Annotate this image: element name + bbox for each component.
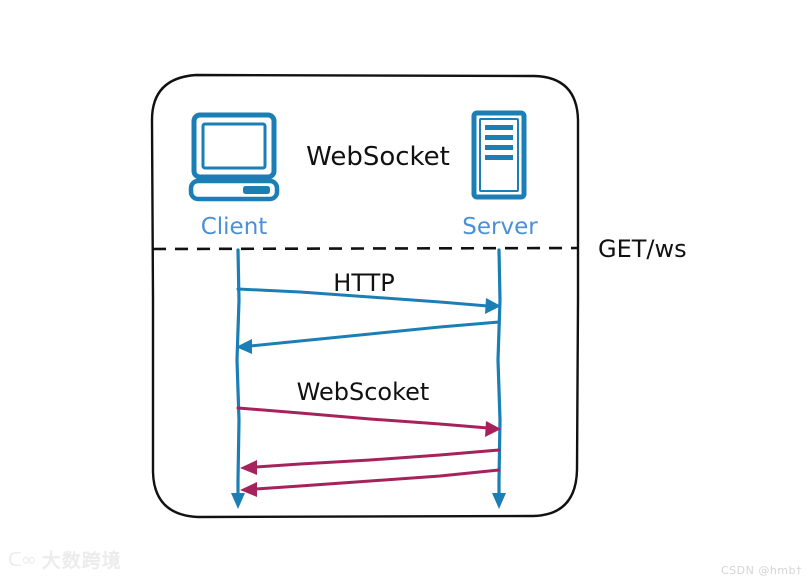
- websocket-message-1: [236, 406, 490, 430]
- websocket-message-2: [254, 448, 501, 469]
- phase-label-websocket: WebScoket: [297, 378, 430, 406]
- server-tower-icon: [471, 110, 527, 200]
- websocket-message-1-arrowhead: [485, 421, 501, 437]
- phase-label-http: HTTP: [333, 269, 394, 297]
- server-lifeline: [496, 248, 502, 498]
- websocket-message-3: [254, 468, 501, 491]
- client-label: Client: [201, 214, 268, 240]
- desktop-computer-icon: [188, 112, 280, 202]
- client-lifeline-arrowhead: [231, 493, 245, 509]
- http-message-response: [248, 320, 501, 348]
- boundary-label-get-ws: GET/ws: [598, 235, 687, 263]
- http-message-request: [236, 287, 490, 308]
- diagram-title: WebSocket: [306, 142, 450, 172]
- handshake-dashed-line: [152, 246, 579, 251]
- server-lifeline-arrowhead: [492, 493, 506, 509]
- client-lifeline: [235, 248, 241, 498]
- http-message-request-arrowhead: [485, 298, 501, 314]
- websocket-message-3-arrowhead: [240, 482, 257, 497]
- websocket-message-2-arrowhead: [240, 460, 257, 475]
- server-label: Server: [462, 214, 538, 240]
- http-message-response-arrowhead: [236, 339, 252, 354]
